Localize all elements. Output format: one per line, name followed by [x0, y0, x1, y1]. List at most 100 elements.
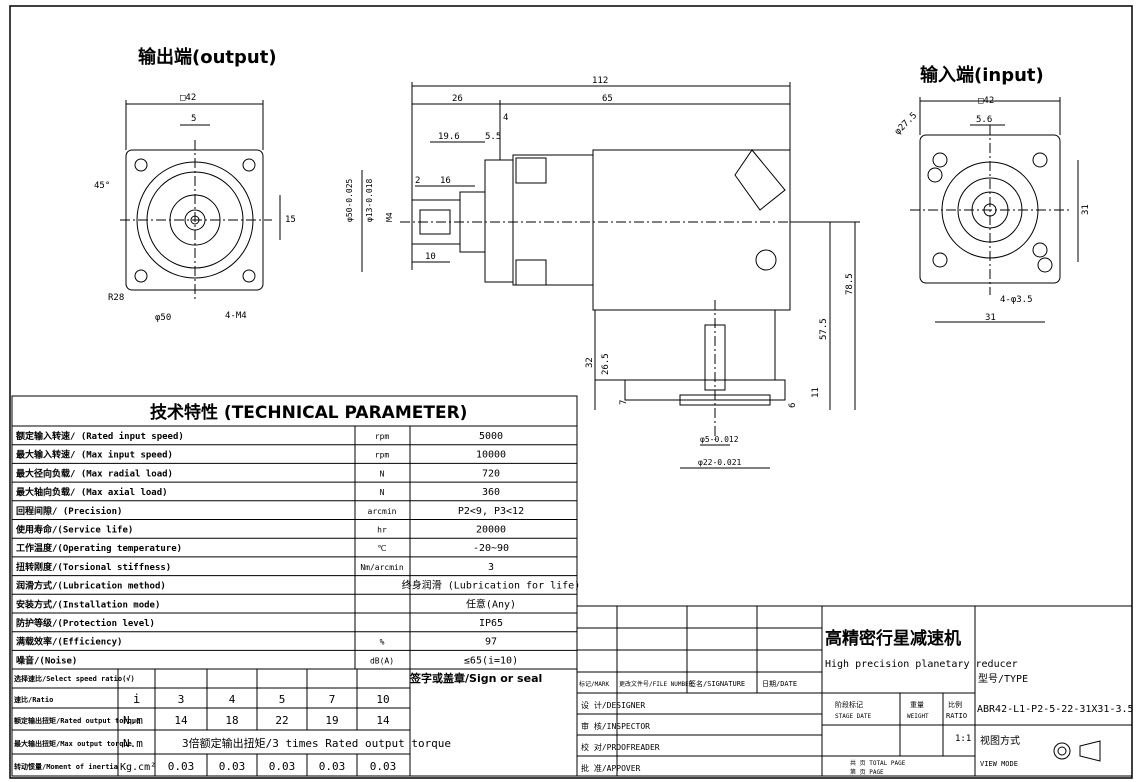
side-h57-dim: 57.5	[819, 318, 829, 340]
tech-row-value: 3	[488, 562, 494, 573]
total-pages: 共 页 TOTAL PAGE	[850, 759, 906, 767]
side-m4-dim: M4	[385, 212, 394, 222]
tech-row-value: 任意(Any)	[466, 597, 516, 610]
tech-row-value: 360	[482, 487, 500, 498]
tb-change-doc: 更改文件号/FILE NUMBER	[619, 680, 693, 688]
tech-row-value: 5000	[479, 431, 503, 442]
input-square-dim: □42	[978, 96, 994, 106]
side-total-dim: 112	[592, 76, 608, 86]
side-h32-dim: 32	[585, 357, 595, 368]
input-phi-dim: φ27.5	[893, 111, 919, 137]
input-h31-dim: 31	[1081, 204, 1091, 215]
rated-torque-value: 14	[174, 714, 188, 727]
side-d65-dim: 65	[602, 94, 613, 104]
tech-row-value: IP65	[479, 618, 503, 629]
tech-table: 技术特性 (TECHNICAL PARAMETER) 额定输入转速/ (Rate…	[11, 395, 580, 777]
side-d6-dim: 6	[788, 403, 798, 408]
output-d50-dim: φ50	[155, 313, 171, 323]
output-holes-dim: 4-M4	[225, 311, 247, 321]
type-value: ABR42-L1-P2-5-22-31X31-3.5	[977, 704, 1134, 715]
input-w31-dim: 31	[985, 313, 996, 323]
input-view-title: 输入端(input)	[920, 64, 1044, 86]
type-label: 型号/TYPE	[978, 672, 1028, 685]
page-number: 第 页 PAGE	[850, 768, 884, 776]
tech-row-unit: N	[380, 469, 385, 478]
ratio-scale-value: 1:1	[955, 734, 971, 744]
tech-row-value: 终身润滑 (Lubrication for life)	[402, 579, 580, 592]
rated-torque-value: 22	[275, 714, 288, 727]
tb-signature: 签名/SIGNATURE	[689, 679, 745, 688]
inertia-value: 0.03	[168, 760, 195, 773]
sheet-border	[9, 5, 1133, 779]
output-side-dim: 15	[285, 215, 296, 225]
tech-row-label: 最大轴向负载/ (Max axial load)	[16, 486, 168, 498]
tech-row-value: 10000	[476, 450, 506, 461]
rated-torque-value: 19	[325, 714, 338, 727]
side-shaft-dim: φ50-0.025	[345, 178, 354, 222]
side-d10-dim: 10	[425, 252, 436, 262]
tech-row-value: -20~90	[473, 543, 509, 554]
product-name-cn: 高精密行星减速机	[825, 628, 961, 649]
view-mode-en: VIEW MODE	[980, 760, 1018, 768]
tech-row-label: 最大径向负载/ (Max radial load)	[16, 467, 173, 479]
tb-approver: 批 准/APPOVER	[581, 763, 641, 773]
tech-row-value: 97	[485, 637, 497, 648]
tech-row-unit: dB(A)	[370, 656, 394, 665]
side-phi22-dim: φ22-0.021	[698, 458, 742, 467]
side-view: 112 26 65 4 19.6 5.5 2 16 10 φ50-0.025	[345, 76, 860, 469]
max-torque-unit: N.m	[123, 737, 143, 750]
stage-label-en: STAGE DATE	[835, 713, 872, 720]
sign-seal-label: 签字或盖章/Sign or seal	[409, 671, 542, 685]
tech-row-unit: rpm	[375, 432, 390, 441]
tech-row-label: 满载效率/(Efficiency)	[16, 636, 122, 648]
ratio-scale-en: RATIO	[946, 712, 967, 720]
tech-row-label: 防护等级/(Protection level)	[16, 617, 155, 629]
output-r-dim: R28	[108, 293, 124, 303]
select-ratio-label: 选择速比/Select speed ratio(√)	[14, 674, 135, 683]
tech-row-value: 20000	[476, 525, 506, 536]
ratio-value: 3	[178, 693, 185, 706]
tech-row-label: 扭转刚度/(Torsional stiffness)	[16, 561, 171, 573]
side-d7-dim: 7	[619, 400, 629, 405]
input-holes-dim: 4-φ3.5	[1000, 295, 1033, 305]
rated-torque-label: 额定输出扭矩/Rated output torque	[13, 716, 140, 725]
inertia-label: 转动惯量/Moment of inertia	[14, 762, 118, 771]
tech-row-label: 额定输入转速/ (Rated input speed)	[16, 430, 184, 442]
side-phi5-dim: φ5-0.012	[700, 435, 739, 444]
title-block: 标记/MARK 更改文件号/FILE NUMBER 签名/SIGNATURE 日…	[576, 605, 1134, 777]
ratio-label: 速比/Ratio	[14, 695, 53, 704]
weight-label-en: WEIGHT	[907, 713, 929, 720]
tech-table-title: 技术特性 (TECHNICAL PARAMETER)	[150, 402, 467, 423]
tb-mark: 标记/MARK	[579, 680, 609, 688]
tech-row-label: 润滑方式/(Lubrication method)	[16, 580, 166, 592]
side-d19-dim: 19.6	[438, 132, 460, 142]
ratio-value: 5	[279, 693, 286, 706]
side-d4-dim: 4	[503, 113, 508, 123]
output-square-dim: □42	[180, 93, 196, 103]
tech-row-label: 回程间隙/ (Precision)	[16, 505, 122, 517]
ratio-unit: i	[133, 692, 140, 706]
side-h26-dim: 26.5	[601, 353, 611, 375]
tech-row-unit: Nm/arcmin	[360, 563, 404, 572]
tb-date: 日期/DATE	[762, 680, 797, 688]
projection-symbol-icon	[1053, 742, 1071, 760]
ratio-value: 10	[376, 693, 389, 706]
tb-proofreader: 校 对/PROOFREADER	[581, 742, 660, 752]
tb-inspector: 审 核/INSPECTOR	[581, 721, 650, 731]
inertia-value: 0.03	[319, 760, 346, 773]
tech-row-unit: arcmin	[368, 507, 397, 516]
output-view-title: 输出端(output)	[138, 46, 277, 68]
output-key-dim: 5	[191, 114, 196, 124]
tech-row-value: P2<9, P3<12	[458, 506, 524, 517]
view-mode-label: 视图方式	[980, 734, 1020, 747]
tech-row-value: ≤65(i=10)	[464, 655, 518, 666]
side-h78-dim: 78.5	[845, 273, 855, 295]
tech-row-label: 最大输入转速/ (Max input speed)	[16, 449, 173, 461]
tech-row-unit: %	[380, 638, 385, 647]
side-d26-dim: 26	[452, 94, 463, 104]
tech-row-label: 使用寿命/(Service life)	[15, 524, 133, 536]
tech-row-unit: hr	[377, 526, 387, 535]
output-view: □42 5 15 45° R28 φ50 4-M4	[94, 93, 296, 323]
inertia-value: 0.03	[370, 760, 397, 773]
